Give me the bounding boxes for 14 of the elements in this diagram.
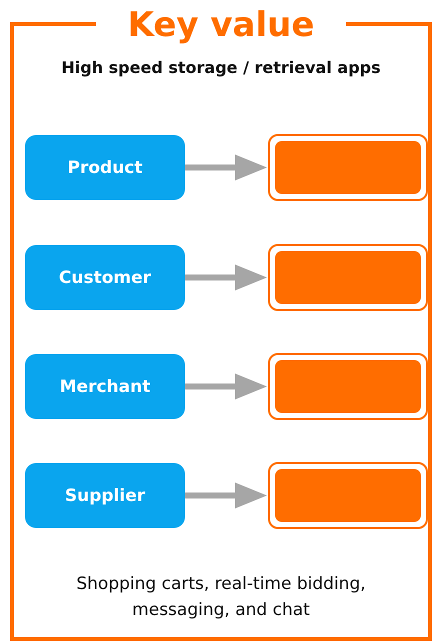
- entity-box: Product: [25, 135, 185, 200]
- arrow: [185, 154, 267, 180]
- arrow: [185, 482, 267, 508]
- entity-box: Supplier: [25, 463, 185, 528]
- value-box: [268, 244, 428, 311]
- entity-box: Merchant: [25, 354, 185, 419]
- value-box: [268, 462, 428, 529]
- value-box: [268, 134, 428, 201]
- arrow: [185, 264, 267, 290]
- subtitle: High speed storage / retrieval apps: [60, 57, 382, 79]
- description-text: Shopping carts, real-time bidding, messaging, and chat: [75, 573, 367, 622]
- value-box: [268, 353, 428, 420]
- entity-box: Customer: [25, 245, 185, 310]
- arrow: [185, 374, 267, 400]
